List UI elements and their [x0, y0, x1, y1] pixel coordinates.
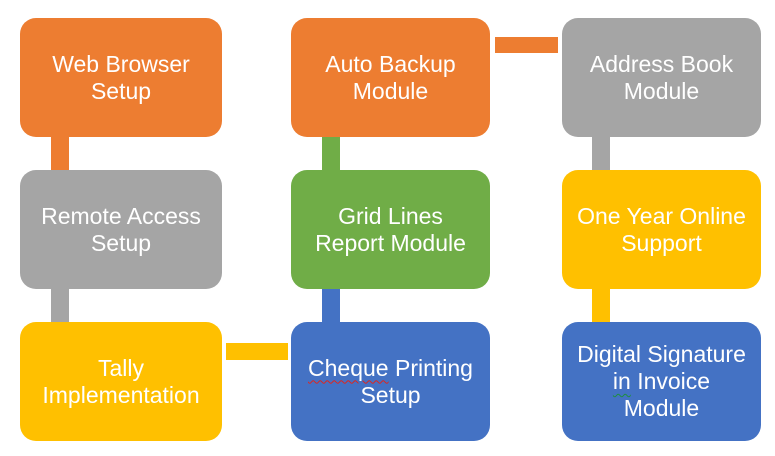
connector-address-book-to-online-support — [592, 133, 610, 175]
connector-online-support-to-digital-signature — [592, 285, 610, 327]
connector-grid-lines-to-auto-backup — [322, 133, 340, 175]
connector-auto-backup-to-address-book — [495, 37, 558, 53]
grammar-flagged-word: in — [612, 368, 631, 394]
connector-remote-access-to-tally — [51, 285, 69, 327]
misspelled-word: Cheque — [308, 354, 389, 381]
connector-cheque-printing-to-grid-lines — [322, 285, 340, 327]
connector-tally-to-cheque-printing — [226, 343, 288, 360]
connector-web-browser-to-remote-access — [51, 133, 69, 175]
